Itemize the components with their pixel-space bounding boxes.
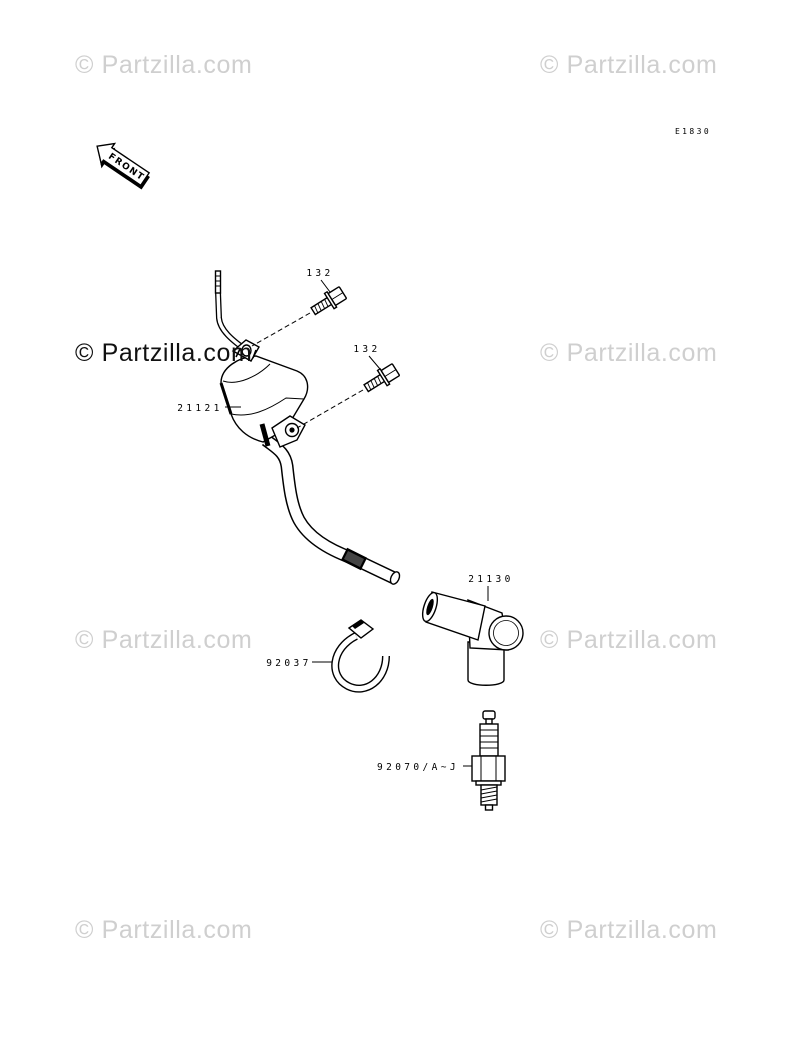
watermark: © Partzilla.com	[75, 916, 253, 944]
upper-bolt-install-path	[251, 312, 311, 347]
cable-band-lock-head	[347, 619, 375, 639]
plug-terminal	[482, 710, 496, 720]
spark-plug-cap-callout: 21130	[468, 574, 514, 585]
spark-plug-callout: 92070/A~J	[377, 762, 459, 773]
lower-bolt	[363, 363, 400, 393]
plug-insulator	[479, 723, 499, 757]
watermark: © Partzilla.com	[75, 51, 253, 79]
ignition-coil-callout: 21121	[177, 403, 223, 414]
plug-hex	[471, 755, 506, 782]
front-arrow-body	[96, 142, 151, 187]
upper-bolt-callout: 132	[306, 268, 333, 279]
coil-left-shade	[219, 382, 233, 415]
watermark: © Partzilla.com	[540, 51, 718, 79]
lower-bolt-leader	[368, 355, 381, 370]
high-tension-lead	[261, 434, 401, 585]
watermark: © Partzilla.com	[75, 626, 253, 654]
watermark: © Partzilla.com	[540, 339, 718, 367]
upper-bolt	[310, 286, 347, 316]
primary-lead-terminal	[214, 270, 222, 294]
cap-lower-cylinder	[467, 641, 505, 686]
cable-band-callout: 92037	[266, 658, 312, 669]
watermark: © Partzilla.com	[540, 626, 718, 654]
lower-bolt-install-path	[296, 389, 364, 429]
spark-plug	[471, 710, 506, 811]
plug-electrode	[484, 804, 494, 811]
coil-lower-mounting-tab	[271, 415, 306, 448]
front-direction-arrow: FRONT	[96, 142, 151, 190]
watermark-emphasis: © Partzilla.com	[75, 339, 253, 367]
ignition-coil	[219, 339, 309, 448]
lower-bolt-callout: 132	[353, 344, 380, 355]
coil-lower-edge	[230, 397, 305, 416]
lead-end	[389, 571, 401, 585]
diagram-code: E1830	[675, 127, 711, 136]
cable-band	[331, 619, 390, 693]
cap-end-face	[488, 615, 524, 651]
coil-face-edge	[222, 363, 271, 383]
coil-upper-mounting-tab	[231, 339, 260, 362]
upper-bolt-leader	[320, 279, 331, 293]
coil-band	[259, 423, 271, 447]
watermark: © Partzilla.com	[540, 916, 718, 944]
spark-plug-cap	[421, 591, 524, 686]
